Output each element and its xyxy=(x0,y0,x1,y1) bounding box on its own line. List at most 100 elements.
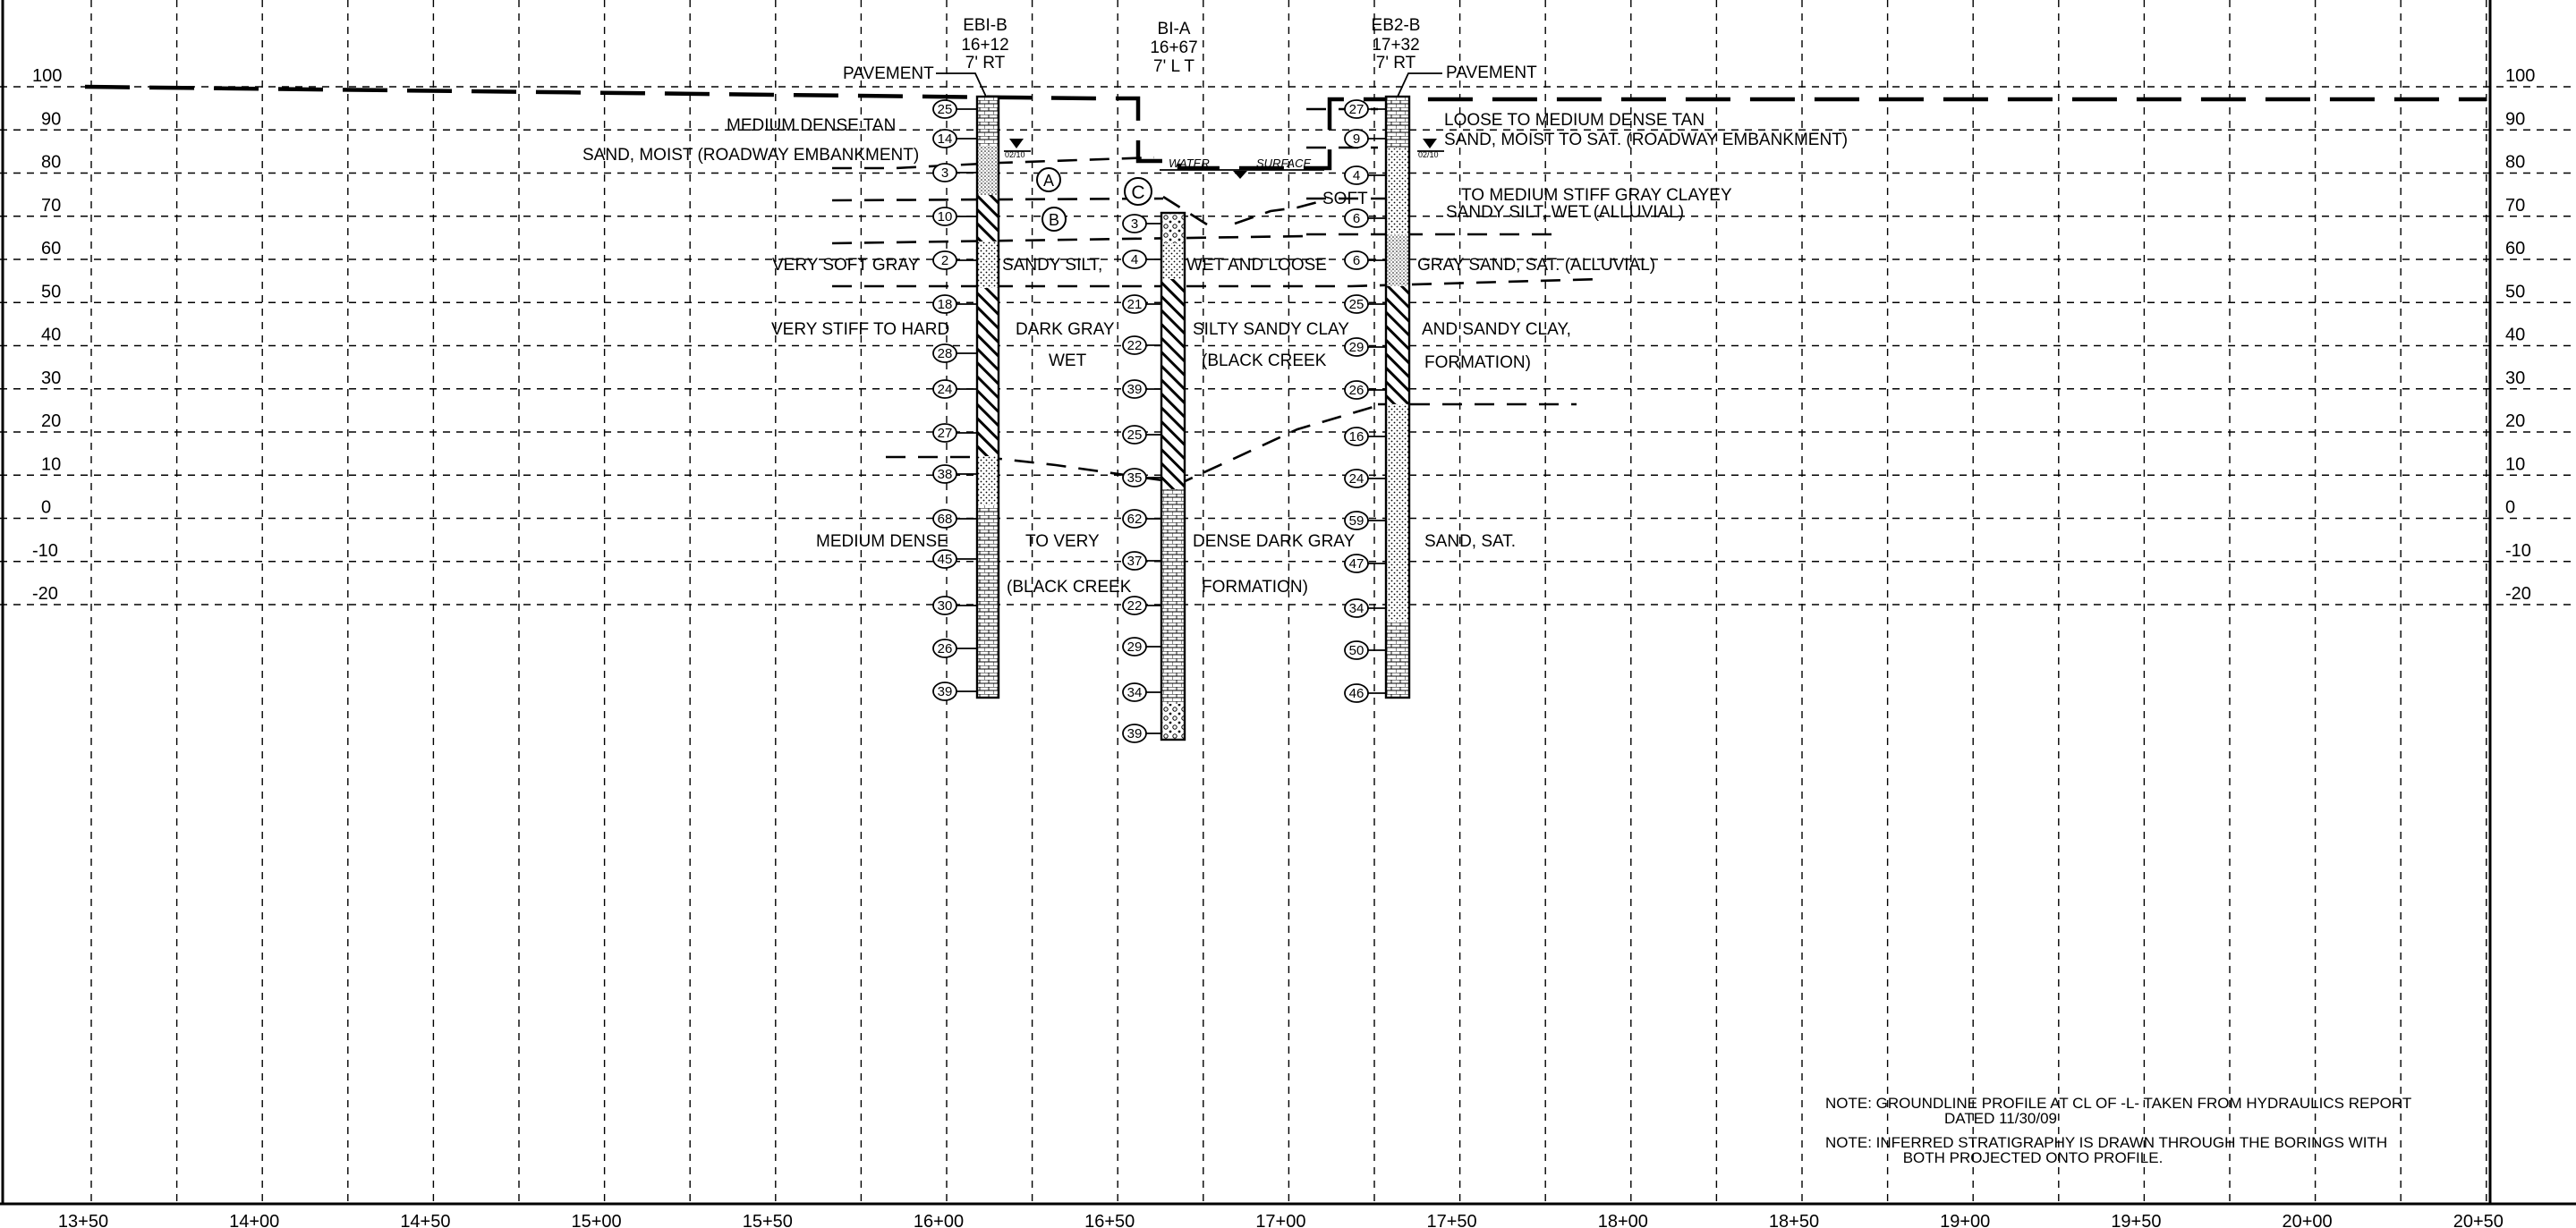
water-table-marker-eb1-b: 02/10 xyxy=(1004,139,1031,159)
notes-block: NOTE: GROUNDLINE PROFILE AT CL OF -L- TA… xyxy=(1825,1095,2411,1166)
blow-count-oval xyxy=(932,639,957,658)
boring-column-b1-a xyxy=(1160,211,1186,741)
elevation-label-left: 100 xyxy=(32,66,62,86)
station-label: 15+00 xyxy=(572,1212,622,1228)
blow-count-value: 6 xyxy=(1353,211,1360,226)
blow-count-oval xyxy=(1122,682,1147,702)
blow-count-value: 47 xyxy=(1349,556,1365,572)
elevation-label-left: 10 xyxy=(41,454,61,474)
elevation-label-right: 0 xyxy=(2505,498,2515,518)
desc-gray-sand-sat: GRAY SAND, SAT. (ALLUVIAL) xyxy=(1417,256,1655,275)
station-label: 18+00 xyxy=(1598,1212,1648,1228)
blow-count-value: 25 xyxy=(1349,297,1365,312)
elevation-label-left: 80 xyxy=(41,153,61,173)
blow-count-value: 14 xyxy=(938,131,953,147)
blow-count-value: 59 xyxy=(1349,513,1365,529)
boring-offset: 7' L T xyxy=(1153,57,1194,76)
blow-count-oval xyxy=(1122,379,1147,399)
boring-column-eb2-b xyxy=(1384,95,1411,699)
elevation-label-right: 60 xyxy=(2505,239,2525,258)
blow-count-value: 25 xyxy=(1127,428,1143,443)
station-label: 14+50 xyxy=(400,1212,450,1228)
blow-count-oval xyxy=(1344,511,1369,530)
blow-count-value: 3 xyxy=(941,165,948,181)
pavement-callout-eb1-b: PAVEMENT xyxy=(843,64,987,97)
blow-count-oval xyxy=(1122,551,1147,571)
desc-medium-dense-tan: MEDIUM DENSE TAN xyxy=(727,116,896,135)
blow-count-value: 30 xyxy=(938,598,953,614)
station-label: 19+00 xyxy=(1940,1212,1990,1228)
blow-count-oval xyxy=(932,464,957,484)
blow-count-oval xyxy=(1122,294,1147,314)
water-surface-label-1: WATER xyxy=(1169,157,1210,170)
blow-count-value: 29 xyxy=(1349,340,1365,355)
blow-count-value: 26 xyxy=(938,641,953,656)
water-table-marker-eb2-b: 02/10 xyxy=(1417,139,1444,159)
desc-to-medium-stiff: TO MEDIUM STIFF GRAY CLAYEY xyxy=(1461,186,1732,205)
blow-count-value: 46 xyxy=(1349,686,1365,701)
blow-count-oval xyxy=(1122,250,1147,269)
elevation-label-right: 20 xyxy=(2505,411,2525,431)
desc-silty-sandy-clay: SILTY SANDY CLAY xyxy=(1193,320,1349,339)
stratum-zone-c: C xyxy=(1124,177,1152,206)
elevation-label-left: 70 xyxy=(41,196,61,216)
blow-count-oval xyxy=(1122,468,1147,487)
blow-count-oval xyxy=(932,294,957,314)
elevation-label-right: 100 xyxy=(2505,66,2535,86)
pavement-label: PAVEMENT xyxy=(1446,64,1537,82)
blow-count-value: 39 xyxy=(1127,382,1143,397)
svg-text:B: B xyxy=(1049,211,1059,229)
blow-count-oval xyxy=(1122,335,1147,355)
desc-formation-1: FORMATION) xyxy=(1424,353,1531,372)
blow-count-value: 38 xyxy=(938,467,953,482)
boring-station: 16+67 xyxy=(1150,38,1197,57)
blow-count-oval xyxy=(1344,99,1369,119)
blow-count-value: 9 xyxy=(1353,131,1360,147)
blow-count-oval xyxy=(932,682,957,701)
blow-count-value: 24 xyxy=(938,382,953,397)
station-label: 19+50 xyxy=(2111,1212,2161,1228)
blow-count-value: 27 xyxy=(1349,102,1365,117)
station-label: 18+50 xyxy=(1769,1212,1819,1228)
desc-black-creek-1: (BLACK CREEK xyxy=(1202,351,1327,370)
blow-count-value: 25 xyxy=(938,102,953,117)
note-stratigraphy-cont: BOTH PROJECTED ONTO PROFILE. xyxy=(1903,1149,2164,1166)
blow-count-oval xyxy=(932,549,957,569)
desc-loose-to-medium: LOOSE TO MEDIUM DENSE TAN xyxy=(1444,111,1705,130)
blow-count-oval xyxy=(932,163,957,182)
blow-count-oval xyxy=(1122,724,1147,743)
elevation-label-right: 80 xyxy=(2505,153,2525,173)
desc-dark-gray: DARK GRAY xyxy=(1016,320,1115,339)
blow-count-oval xyxy=(1344,129,1369,148)
blow-count-oval xyxy=(1344,337,1369,357)
svg-text:C: C xyxy=(1131,182,1144,203)
blow-count-oval xyxy=(932,343,957,363)
blow-count-value: 24 xyxy=(1349,471,1365,487)
elevation-label-left: 40 xyxy=(41,326,61,345)
boring-header-b1-a: BI-A 16+67 7' L T xyxy=(1150,20,1197,76)
blow-count-oval xyxy=(1122,596,1147,615)
soil-descriptions: MEDIUM DENSE TAN SAND, MOIST (ROADWAY EM… xyxy=(582,111,1848,597)
water-date: 02/10 xyxy=(1005,150,1025,159)
blow-count-value: 28 xyxy=(938,346,953,361)
blow-count-oval xyxy=(1344,165,1369,185)
desc-wet: WET xyxy=(1049,351,1087,370)
blow-count-oval xyxy=(1344,554,1369,573)
groundline-profile xyxy=(84,84,2487,171)
blow-count-oval xyxy=(1344,250,1369,270)
boring-id: EB2-B xyxy=(1372,16,1421,35)
blow-count-oval xyxy=(1344,469,1369,488)
blow-count-value: 18 xyxy=(938,297,953,312)
blow-count-oval xyxy=(932,379,957,399)
desc-wet-and-loose: WET AND LOOSE xyxy=(1186,256,1327,275)
blow-count-value: 34 xyxy=(1127,685,1143,700)
elevation-label-right: 30 xyxy=(2505,368,2525,388)
note-groundline-date: DATED 11/30/09 xyxy=(1944,1110,2057,1127)
boring-column-eb1-b xyxy=(975,95,1000,699)
elevation-label-right: 50 xyxy=(2505,282,2525,301)
station-label: 17+50 xyxy=(1427,1212,1477,1228)
